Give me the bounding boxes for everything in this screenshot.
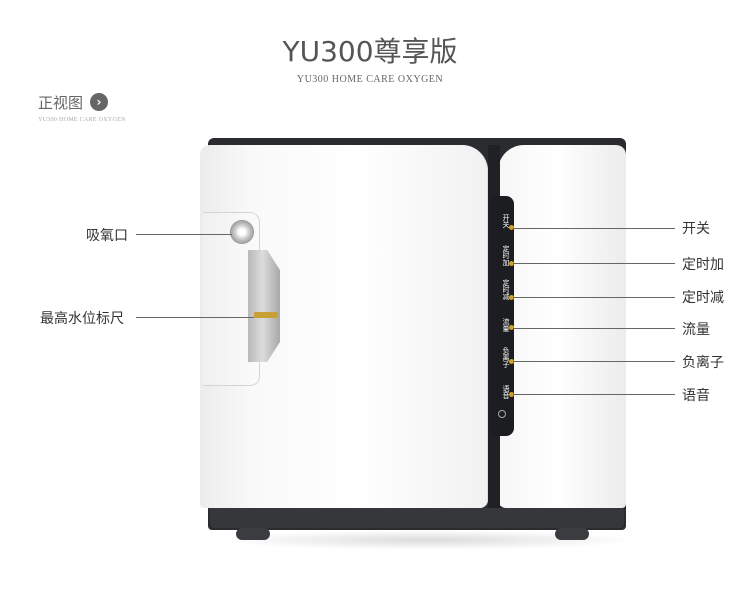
- device-side-panel: [498, 145, 626, 508]
- callout-dot: [509, 261, 514, 266]
- callout-dot: [509, 392, 514, 397]
- leader-line: [513, 297, 675, 298]
- device-base: [210, 508, 624, 528]
- leader-line: [513, 228, 675, 229]
- water-level-marker: [254, 312, 278, 318]
- section-sublabel: YU300 HOME CARE OXYGEN: [38, 117, 126, 123]
- callout-timer-plus: 定时加: [682, 257, 724, 273]
- leader-line: [513, 263, 675, 264]
- leader-line: [513, 361, 675, 362]
- callout-oxygen-outlet: 吸氧口: [86, 228, 128, 244]
- device-button-anion: 负离子: [502, 346, 510, 368]
- leader-line: [513, 394, 675, 395]
- page-title: YU300尊享版: [282, 35, 458, 68]
- device-shadow: [218, 530, 638, 550]
- leader-line: [513, 328, 675, 329]
- device-button-flow: 流量: [502, 318, 510, 332]
- callout-dot: [509, 225, 514, 230]
- device-button-power: 开关: [502, 214, 510, 228]
- callout-dot: [509, 325, 514, 330]
- device-foot-left: [236, 528, 270, 540]
- callout-timer-minus: 定时减: [682, 290, 724, 306]
- callout-flow: 流量: [682, 322, 710, 338]
- callout-dot: [509, 359, 514, 364]
- callout-power: 开关: [682, 221, 710, 237]
- device-button-voice: 语音: [502, 385, 510, 399]
- device-button-timer-plus: 定时加: [502, 244, 510, 266]
- device-button-timer-minus: 定时减: [502, 278, 510, 300]
- device-foot-right: [555, 528, 589, 540]
- callout-voice: 语音: [682, 388, 710, 404]
- leader-line: [136, 234, 232, 235]
- leader-line: [136, 317, 254, 318]
- oxygen-outlet-icon: [230, 220, 254, 244]
- water-tank-handle: [248, 250, 280, 362]
- page-subtitle: YU300 HOME CARE OXYGEN: [296, 74, 444, 85]
- callout-anion: 负离子: [682, 355, 724, 371]
- section-label: 正视图: [38, 94, 84, 112]
- callout-dot: [509, 295, 514, 300]
- callout-max-water-level: 最高水位标尺: [40, 311, 124, 327]
- chevron-right-icon[interactable]: ›: [90, 93, 108, 111]
- power-indicator-icon: [498, 410, 506, 418]
